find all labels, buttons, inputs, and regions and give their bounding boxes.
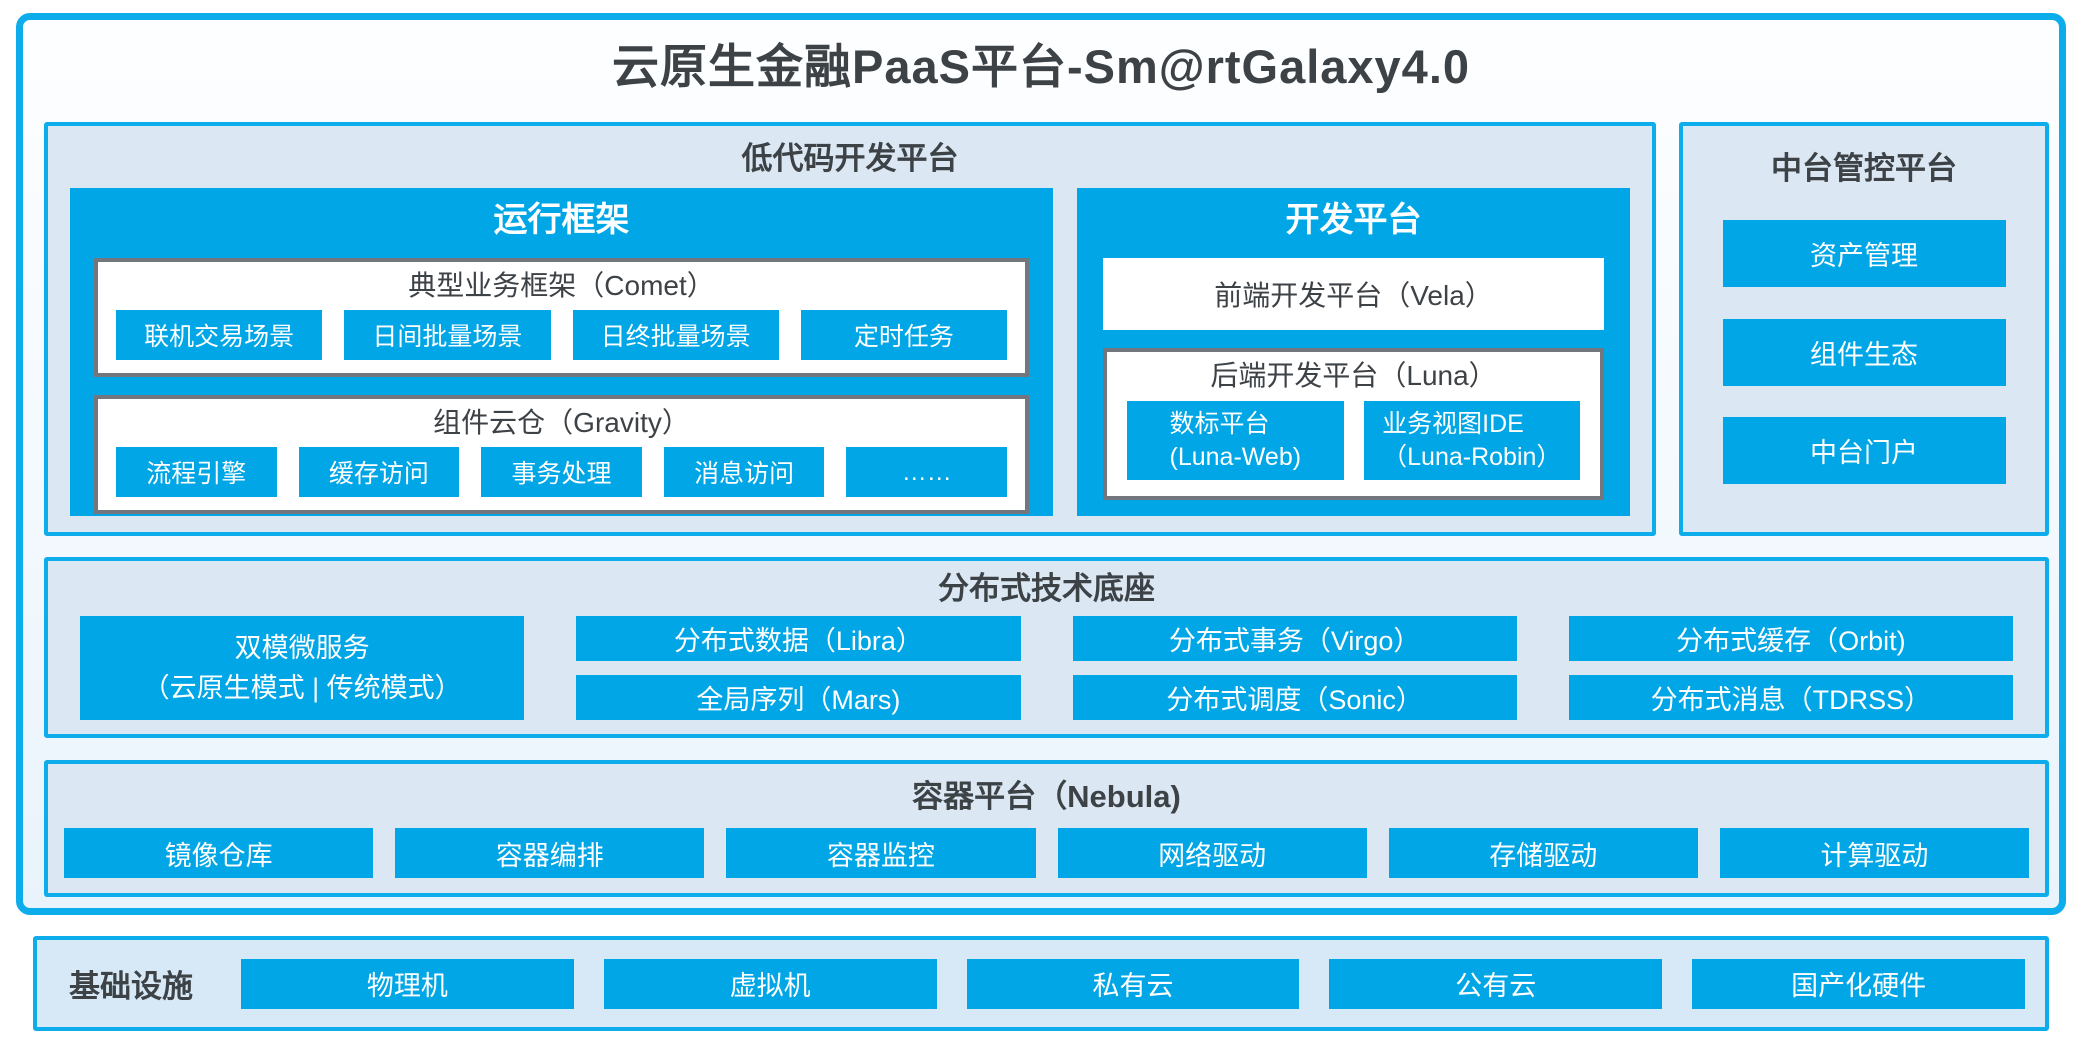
infrastructure-panel: 基础设施 物理机 虚拟机 私有云 公有云 国产化硬件 (33, 936, 2049, 1031)
distributed-item: 分布式消息（TDRSS） (1568, 675, 2013, 720)
dual-mode-line2: （云原生模式 | 传统模式） (142, 673, 462, 703)
container-platform-panel: 容器平台（Nebula) 镜像仓库 容器编排 容器监控 网络驱动 存储驱动 计算… (44, 760, 2049, 897)
luna-item-name: 数标平台 (1169, 409, 1270, 438)
gravity-item: 消息访问 (663, 447, 825, 497)
container-item: 存储驱动 (1388, 828, 1698, 878)
luna-item-code: （Luna-Robin） (1382, 442, 1562, 471)
midplatform-item: 中台门户 (1722, 417, 2006, 485)
luna-item: 业务视图IDE （Luna-Robin） (1363, 401, 1581, 480)
comet-items-row: 联机交易场景 日间批量场景 日终批量场景 定时任务 (98, 309, 1025, 373)
distributed-item: 分布式缓存（Orbit) (1568, 616, 2013, 661)
gravity-item: …… (846, 447, 1008, 497)
distributed-item: 分布式事务（Virgo） (1072, 616, 1517, 661)
dual-mode-line1: 双模微服务 (234, 633, 370, 663)
gravity-warehouse-title: 组件云仓（Gravity） (433, 407, 690, 438)
page-title: 云原生金融PaaS平台-Sm@rtGalaxy4.0 (611, 40, 1471, 93)
runtime-framework-panel: 运行框架 典型业务框架（Comet） 联机交易场景 日间批量场景 日终批量场景 … (70, 188, 1054, 516)
container-item: 网络驱动 (1057, 828, 1367, 878)
lowcode-platform-panel: 低代码开发平台 运行框架 典型业务框架（Comet） 联机交易场景 日间批量场景… (44, 122, 1656, 536)
vela-frontend-box: 前端开发平台（Vela） (1103, 258, 1604, 330)
midplatform-item: 组件生态 (1722, 318, 2006, 386)
container-item: 镜像仓库 (64, 828, 374, 878)
gravity-items-row: 流程引擎 缓存访问 事务处理 消息访问 …… (98, 446, 1025, 510)
luna-item-name: 业务视图IDE (1382, 409, 1524, 438)
gravity-item: 事务处理 (481, 447, 642, 497)
runtime-framework-title: 运行框架 (493, 201, 630, 239)
midplatform-items: 资产管理 组件生态 中台门户 (1683, 188, 2045, 524)
gravity-item: 缓存访问 (298, 447, 460, 497)
comet-framework-title: 典型业务框架（Comet） (408, 270, 715, 301)
infrastructure-item: 虚拟机 (603, 958, 937, 1009)
luna-item: 数标平台 (Luna-Web) (1127, 401, 1344, 480)
dev-platform-title: 开发平台 (1285, 201, 1422, 239)
lowcode-platform-title: 低代码开发平台 (741, 141, 959, 176)
comet-item: 日终批量场景 (572, 310, 779, 360)
luna-items-row: 数标平台 (Luna-Web) 业务视图IDE （Luna-Robin） (1107, 399, 1600, 496)
luna-backend-box: 后端开发平台（Luna） 数标平台 (Luna-Web) 业务视图IDE （Lu… (1103, 348, 1604, 500)
container-item: 容器监控 (726, 828, 1036, 878)
comet-item: 联机交易场景 (116, 310, 323, 360)
gravity-item: 流程引擎 (116, 447, 277, 497)
infrastructure-item: 公有云 (1329, 958, 1663, 1009)
comet-item: 日间批量场景 (344, 310, 551, 360)
infrastructure-item: 国产化硬件 (1692, 958, 2025, 1009)
luna-item-code: (Luna-Web) (1169, 442, 1302, 471)
infrastructure-title: 基础设施 (69, 969, 193, 1004)
dev-platform-panel: 开发平台 前端开发平台（Vela） 后端开发平台（Luna） 数标平台 (Lun… (1077, 188, 1630, 516)
lowcode-platform-body: 运行框架 典型业务框架（Comet） 联机交易场景 日间批量场景 日终批量场景 … (48, 178, 1652, 532)
luna-backend-title: 后端开发平台（Luna） (1210, 360, 1497, 391)
gravity-warehouse-box: 组件云仓（Gravity） 流程引擎 缓存访问 事务处理 消息访问 …… (94, 395, 1030, 514)
distributed-item: 分布式数据（Libra） (576, 616, 1021, 661)
infrastructure-items-row: 物理机 虚拟机 私有云 公有云 国产化硬件 (241, 958, 2025, 1009)
midplatform-control-panel: 中台管控平台 资产管理 组件生态 中台门户 (1679, 122, 2049, 536)
comet-framework-box: 典型业务框架（Comet） 联机交易场景 日间批量场景 日终批量场景 定时任务 (94, 258, 1030, 377)
container-items-row: 镜像仓库 容器编排 容器监控 网络驱动 存储驱动 计算驱动 (48, 816, 2045, 878)
comet-item: 定时任务 (800, 310, 1008, 360)
midplatform-item: 资产管理 (1722, 219, 2006, 287)
distributed-item: 分布式调度（Sonic） (1072, 675, 1517, 720)
infrastructure-item: 物理机 (241, 958, 574, 1009)
infrastructure-body: 基础设施 物理机 虚拟机 私有云 公有云 国产化硬件 (37, 940, 2045, 1027)
distributed-grid: 双模微服务 （云原生模式 | 传统模式） 分布式数据（Libra） 分布式事务（… (48, 608, 2045, 732)
distributed-base-panel: 分布式技术底座 双模微服务 （云原生模式 | 传统模式） 分布式数据（Libra… (44, 557, 2049, 738)
distributed-base-title: 分布式技术底座 (938, 571, 1155, 606)
dual-mode-microservice-box: 双模微服务 （云原生模式 | 传统模式） (80, 616, 525, 720)
infrastructure-item: 私有云 (966, 958, 1300, 1009)
midplatform-control-title: 中台管控平台 (1771, 151, 1957, 186)
container-item: 容器编排 (395, 828, 705, 878)
container-platform-title: 容器平台（Nebula) (912, 779, 1181, 814)
container-item: 计算驱动 (1719, 828, 2030, 878)
distributed-item: 全局序列（Mars) (576, 675, 1021, 720)
